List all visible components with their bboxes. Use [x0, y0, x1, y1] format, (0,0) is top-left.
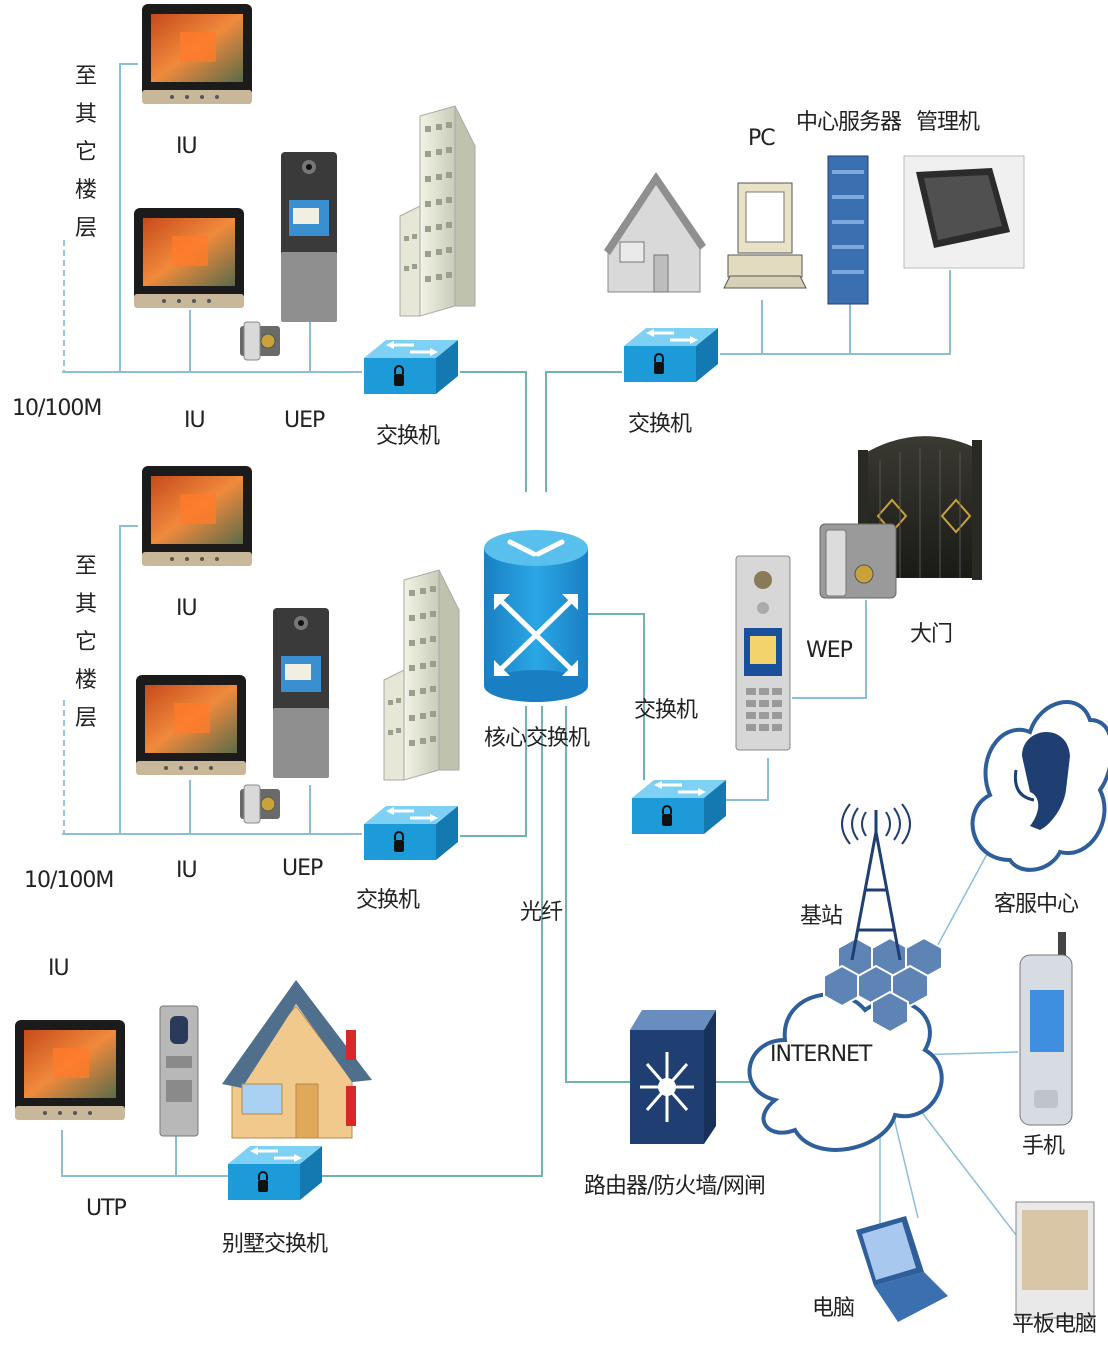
iu-label: IU: [176, 134, 198, 159]
door-station-icon: [273, 608, 329, 778]
switch-label: 交换机: [628, 412, 692, 437]
sw3-to-core: [460, 706, 527, 837]
fiber-label: 光纤: [520, 900, 563, 925]
manager-label: 管理机: [916, 110, 980, 135]
switch-icon: [226, 1144, 324, 1202]
wep-label: WEP: [806, 638, 853, 663]
computer-label: 电脑: [812, 1296, 855, 1321]
indoor-monitor-icon: [136, 675, 246, 775]
customer-service-label: 客服中心: [994, 892, 1079, 917]
laptop-icon: [856, 1216, 948, 1322]
bandwidth-label: 10/100M: [12, 396, 102, 421]
pc-icon: [723, 182, 807, 289]
router-label: 路由器/防火墙/网闸: [584, 1174, 766, 1199]
core-switch-icon: [484, 530, 588, 702]
electric-lock-icon: [239, 321, 281, 361]
core-to-sw2: [545, 371, 622, 492]
indoor-monitor-icon: [134, 208, 244, 308]
link-lines: [61, 63, 1021, 1252]
center-server-label: 中心服务器: [796, 110, 902, 135]
cloud-icon: [747, 992, 944, 1152]
floor2-riser-b: [119, 525, 138, 834]
gate-label: 大门: [910, 622, 953, 647]
other-floors-label: 至其它楼层: [74, 64, 97, 241]
iu-label: IU: [176, 596, 198, 621]
iu-label: IU: [184, 408, 206, 433]
switch-icon: [622, 326, 720, 384]
customer-service-icon: [970, 700, 1108, 872]
villa-door-station-icon: [159, 1005, 199, 1137]
gate-icon: [819, 436, 982, 599]
indoor-monitor-icon: [142, 4, 252, 104]
fiber-to-villa: [320, 706, 543, 1177]
core-switch-label: 核心交换机: [484, 726, 590, 751]
wep-door-station-icon: [735, 555, 791, 751]
switch-icon: [362, 338, 460, 396]
uep-label: UEP: [284, 408, 325, 433]
internet-label: INTERNET: [770, 1042, 872, 1067]
switch-icon: [630, 778, 728, 836]
utp-label: UTP: [86, 1196, 127, 1221]
base-station-label: 基站: [800, 904, 843, 929]
tablet-label: 平板电脑: [1012, 1312, 1097, 1337]
iu-label: IU: [48, 956, 70, 981]
other-floors-label: 至其它楼层: [74, 554, 97, 731]
bandwidth-label: 10/100M: [24, 868, 114, 893]
villa-switch-label: 别墅交换机: [222, 1232, 328, 1257]
building-icon: [399, 105, 476, 317]
server-icon: [827, 155, 869, 305]
wep-to-gate: [792, 600, 867, 699]
switch-label: 交换机: [634, 698, 698, 723]
fiber-to-router: [565, 706, 630, 1083]
sw1-to-core: [460, 371, 527, 492]
router-icon: [630, 1010, 716, 1144]
house-icon: [604, 172, 706, 293]
iu-label: IU: [176, 858, 198, 883]
sw4-to-wep: [722, 758, 769, 801]
mobile-label: 手机: [1022, 1134, 1065, 1159]
indoor-monitor-icon: [142, 466, 252, 566]
villa-house-icon: [222, 980, 372, 1139]
manager-terminal-icon: [903, 155, 1025, 269]
base-station-icon: [823, 803, 943, 1034]
sw2-to-servers: [720, 270, 951, 355]
door-station-icon: [281, 152, 337, 322]
floor1-riser-b: [119, 63, 138, 372]
uep-label: UEP: [282, 856, 323, 881]
villa-bus: [61, 1130, 232, 1177]
electric-lock-icon: [239, 784, 281, 824]
switch-label: 交换机: [356, 888, 420, 913]
mobile-phone-icon: [1019, 932, 1073, 1126]
switch-label: 交换机: [376, 424, 440, 449]
tablet-icon: [1015, 1201, 1095, 1319]
pc-label: PC: [748, 126, 776, 151]
indoor-monitor-icon: [15, 1020, 125, 1120]
core-to-sw4: [588, 613, 645, 780]
building-icon: [383, 569, 460, 781]
switch-icon: [362, 804, 460, 862]
